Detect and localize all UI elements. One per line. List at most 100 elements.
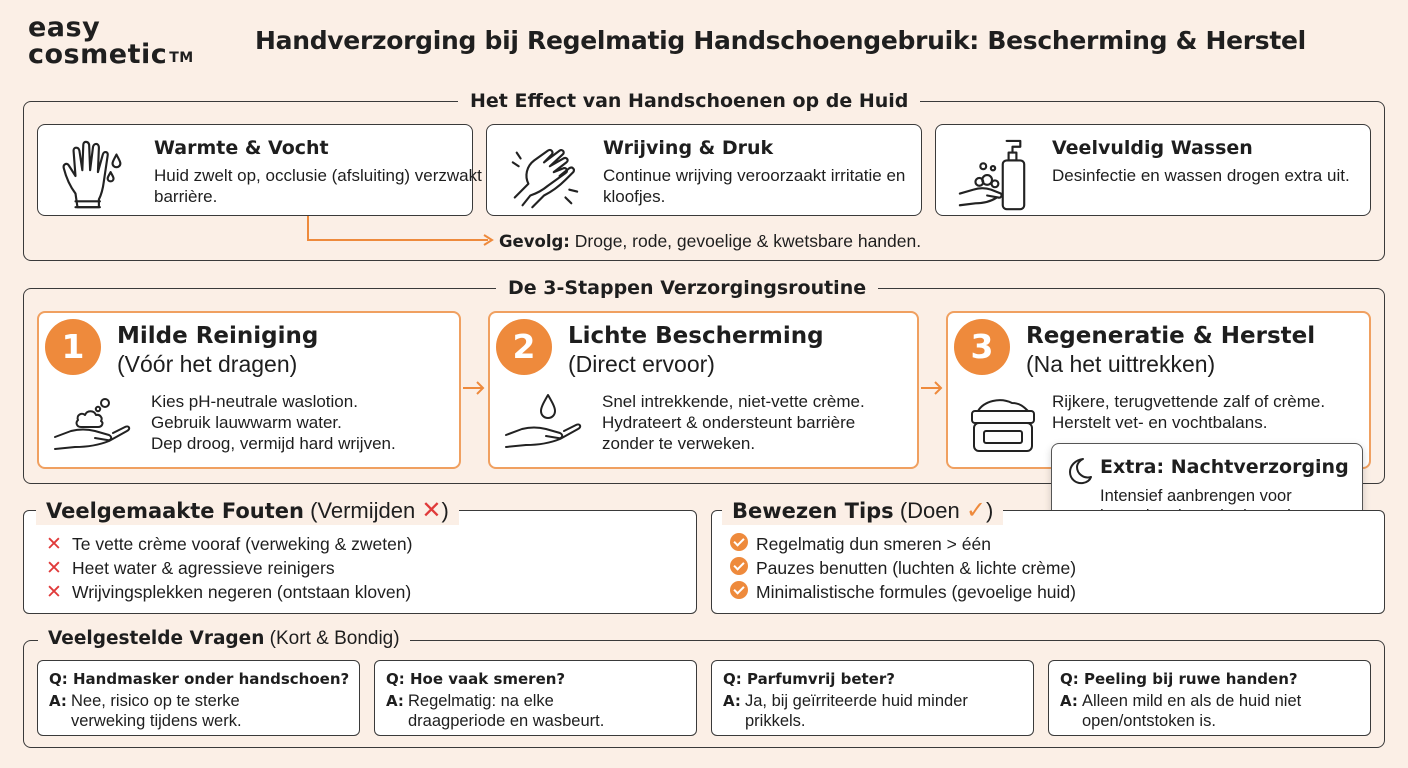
cross-icon: ✕ bbox=[46, 582, 62, 603]
tip-text: Pauzes benutten (luchten & lichte crème) bbox=[756, 558, 1077, 578]
arrow-right-icon bbox=[921, 381, 943, 395]
effect-card-friction: Wrijving & Druk Continue wrijving veroor… bbox=[486, 124, 922, 216]
tip-text: Minimalistische formules (gevoelige huid… bbox=[756, 582, 1076, 602]
step-line: Hydrateert & ondersteunt barrière bbox=[602, 413, 856, 432]
step-title: Lichte Bescherming bbox=[568, 323, 824, 349]
faq-answer: A:Regelmatig: na elke draagperiode en was… bbox=[386, 691, 604, 731]
cream-jar-icon bbox=[971, 399, 1035, 452]
tips-title: Bewezen Tips (Doen ✓) bbox=[722, 497, 1004, 525]
answer-prefix: A: bbox=[1060, 692, 1078, 710]
answer-prefix: A: bbox=[723, 692, 741, 710]
cross-icon: ✕ bbox=[421, 497, 442, 524]
tips-title-close: ) bbox=[985, 498, 994, 523]
faq-answer-line: draagperiode en wasbeurt. bbox=[408, 712, 605, 730]
drop-hand-icon bbox=[505, 394, 582, 448]
soap-dispenser-icon bbox=[958, 139, 1026, 211]
step-line: zonder te verweken. bbox=[602, 434, 756, 453]
moon-icon bbox=[1069, 458, 1092, 485]
list-item: Pauzes benutten (luchten & lichte crème) bbox=[730, 557, 1076, 580]
mistakes-title-bold: Veelgemaakte Fouten bbox=[46, 499, 304, 523]
faq-section bbox=[23, 640, 1385, 748]
faq-answer-line: open/ontstoken is. bbox=[1082, 712, 1216, 730]
step-card-3: 3 Regeneratie & Herstel (Na het uittrekk… bbox=[946, 311, 1371, 469]
faq-answer-line: Nee, risico op te sterke bbox=[71, 692, 240, 710]
faq-answer-line: Regelmatig: na elke bbox=[408, 692, 554, 710]
list-item: Minimalistische formules (gevoelige huid… bbox=[730, 581, 1076, 604]
faq-title-rest: (Kort & Bondig) bbox=[269, 628, 400, 649]
step-line: Gebruik lauwwarm water. bbox=[151, 413, 342, 432]
faq-answer-line: verweking tijdens werk. bbox=[71, 712, 242, 730]
step-line: Kies pH-neutrale waslotion. bbox=[151, 392, 358, 411]
faq-question: Q: Handmasker onder handschoen? bbox=[49, 670, 350, 688]
faq-card: Q: Handmasker onder handschoen? A:Nee, r… bbox=[37, 660, 360, 736]
step-card-1: 1 Milde Reiniging (Vóór het dragen) Kies… bbox=[37, 311, 461, 469]
extra-title: Extra: Nachtverzorging bbox=[1100, 456, 1349, 478]
consequence-connector bbox=[307, 216, 494, 246]
logo-line-2: cosmetic bbox=[28, 39, 168, 70]
effect-card-title: Warmte & Vocht bbox=[154, 137, 329, 159]
effect-card-heat: Warmte & Vocht Huid zwelt op, occlusie (… bbox=[37, 124, 482, 216]
mistake-text: Wrijvingsplekken negeren (ontstaan klove… bbox=[72, 582, 412, 602]
check-circle-icon bbox=[730, 557, 748, 575]
mistakes-title: Veelgemaakte Fouten (Vermijden ✕) bbox=[36, 497, 459, 525]
step-subtitle: (Direct ervoor) bbox=[568, 351, 715, 377]
answer-prefix: A: bbox=[49, 692, 67, 710]
mistake-text: Te vette crème vooraf (verweking & zwete… bbox=[72, 534, 413, 554]
tips-title-rest: (Doen bbox=[899, 498, 960, 523]
faq-question: Q: Hoe vaak smeren? bbox=[386, 670, 566, 688]
faq-answer-line: Alleen mild en als de huid niet bbox=[1082, 692, 1302, 710]
step-line: Herstelt vet- en vochtbalans. bbox=[1052, 413, 1268, 432]
consequence-text: Droge, rode, gevoelige & kwetsbare hande… bbox=[574, 231, 922, 251]
mistakes-title-rest: (Vermijden bbox=[310, 498, 416, 523]
answer-prefix: A: bbox=[386, 692, 404, 710]
faq-answer-line: Ja, bij geïrriteerde huid minder bbox=[745, 692, 968, 710]
step-text: Kies pH-neutrale waslotion. Gebruik lauw… bbox=[151, 391, 396, 454]
step-line: Rijkere, terugvettende zalf of crème. bbox=[1052, 392, 1326, 411]
effect-card-title: Wrijving & Druk bbox=[603, 137, 774, 159]
consequence-label: Gevolg: bbox=[499, 232, 570, 251]
extra-line: Intensief aanbrengen voor bbox=[1100, 487, 1292, 505]
effect-card-title: Veelvuldig Wassen bbox=[1052, 137, 1253, 159]
faq-answer: A:Nee, risico op te sterke verweking tijd… bbox=[49, 691, 242, 731]
tip-text: Regelmatig dun smeren > één bbox=[756, 534, 991, 554]
faq-question: Q: Parfumvrij beter? bbox=[723, 670, 895, 688]
mistake-text: Heet water & agressieve reinigers bbox=[72, 558, 335, 578]
consequence: Gevolg: Droge, rode, gevoelige & kwetsba… bbox=[499, 231, 921, 252]
step-text: Rijkere, terugvettende zalf of crème. He… bbox=[1052, 391, 1325, 433]
cross-icon: ✕ bbox=[46, 558, 62, 579]
step-title: Milde Reiniging bbox=[117, 323, 319, 349]
effect-section-title: Het Effect van Handschoenen op de Huid bbox=[458, 88, 921, 114]
foam-hand-icon bbox=[54, 398, 131, 450]
step-subtitle: (Na het uittrekken) bbox=[1026, 351, 1216, 377]
step-line: Dep droog, vermijd hard wrijven. bbox=[151, 434, 396, 453]
faq-card: Q: Parfumvrij beter? A:Ja, bij geïrritee… bbox=[711, 660, 1034, 736]
faq-answer: A:Alleen mild en als de huid niet open/on… bbox=[1060, 691, 1301, 731]
tips-title-bold: Bewezen Tips bbox=[732, 499, 894, 523]
effect-card-text: Continue wrijving veroorzaakt irritatie … bbox=[603, 166, 906, 206]
arrow-right-icon bbox=[463, 381, 485, 395]
faq-card: Q: Hoe vaak smeren? A:Regelmatig: na elk… bbox=[374, 660, 697, 736]
cross-icon: ✕ bbox=[46, 534, 62, 555]
tips-box: Bewezen Tips (Doen ✓) Regelmatig dun sme… bbox=[711, 497, 1385, 614]
list-item: ✕ Heet water & agressieve reinigers bbox=[46, 557, 335, 580]
step-title: Regeneratie & Herstel bbox=[1026, 323, 1316, 349]
faq-title-bold: Veelgestelde Vragen bbox=[48, 628, 265, 649]
effect-card-text: Huid zwelt op, occlusie (afsluiting) ver… bbox=[154, 166, 482, 206]
step-card-2: 2 Lichte Bescherming (Direct ervoor) Sne… bbox=[488, 311, 919, 469]
check-circle-icon bbox=[730, 581, 748, 599]
faq-question: Q: Peeling bij ruwe handen? bbox=[1060, 670, 1298, 688]
logo-trademark: TM bbox=[169, 50, 194, 66]
effect-card-text: Desinfectie en wassen drogen extra uit. bbox=[1052, 166, 1350, 185]
effect-section: Het Effect van Handschoenen op de Huid bbox=[23, 88, 1385, 261]
step-subtitle: (Vóór het dragen) bbox=[117, 351, 298, 377]
list-item: ✕ Wrijvingsplekken negeren (ontstaan klov… bbox=[46, 581, 411, 604]
list-item: Regelmatig dun smeren > één bbox=[730, 533, 991, 556]
step-line: Snel intrekkende, niet-vette crème. bbox=[602, 392, 865, 411]
step-number: 3 bbox=[954, 319, 1010, 375]
rubbing-hands-icon bbox=[511, 148, 579, 209]
routine-section: De 3-Stappen Verzorgingsroutine bbox=[23, 275, 1385, 484]
check-icon: ✓ bbox=[965, 497, 986, 524]
list-item: ✕ Te vette crème vooraf (verweking & zwet… bbox=[46, 533, 412, 556]
